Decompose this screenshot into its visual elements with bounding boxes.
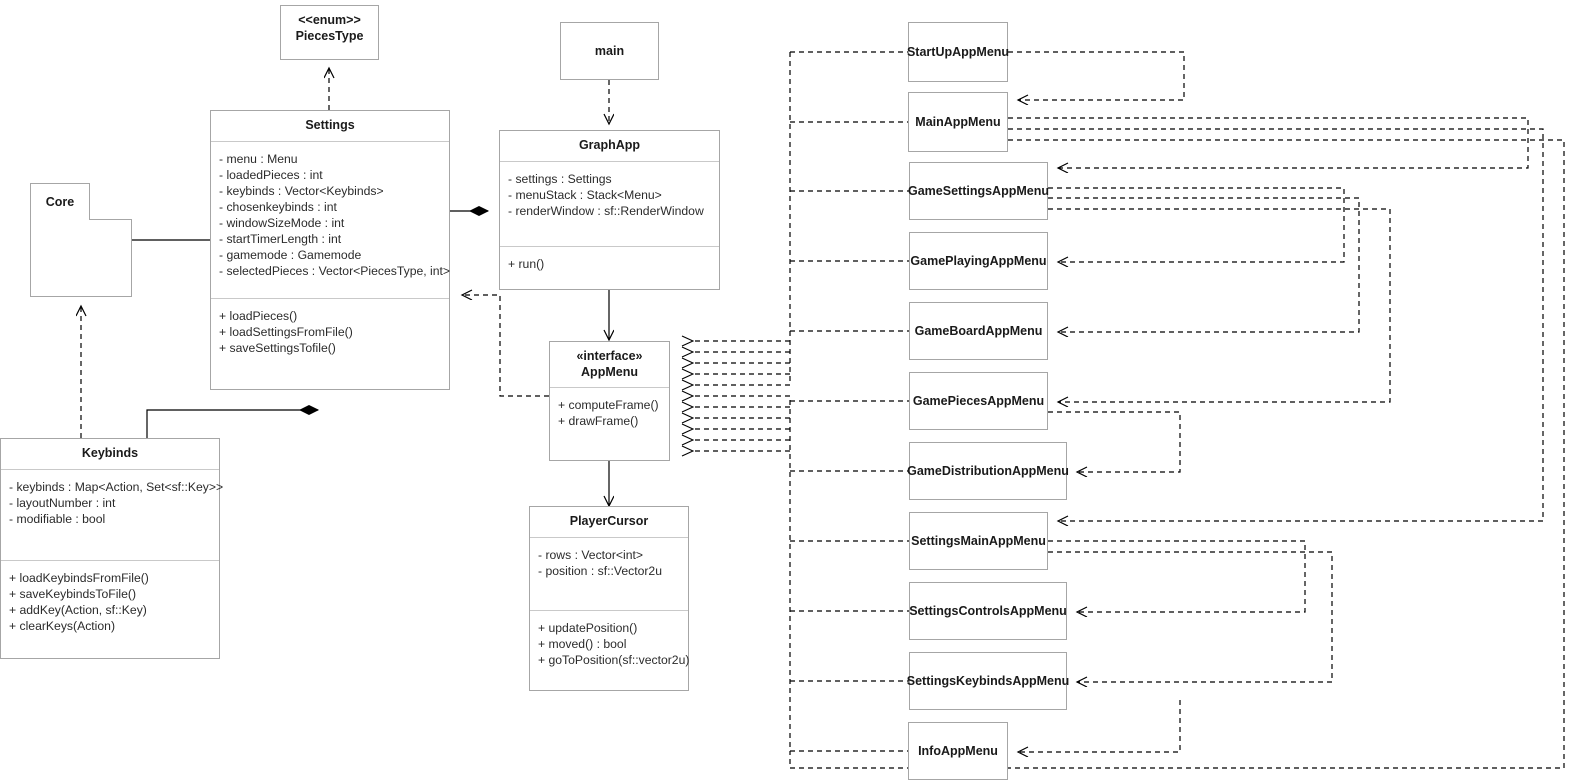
member-line: + run() (508, 256, 545, 271)
class-title-gamesettingsappmenu: GameSettingsAppMenu (908, 184, 1049, 198)
member-line: + loadPieces() (219, 308, 298, 323)
member-line: + computeFrame() (558, 398, 659, 413)
class-box-piecestype[interactable]: <<enum>> PiecesType (280, 5, 379, 60)
member-line: + loadSettingsFromFile() (219, 324, 353, 339)
class-title-piecestype: <<enum>> PiecesType (295, 13, 364, 43)
attributes-graphapp: - settings : Settings- menuStack : Stack… (500, 160, 719, 246)
package-label-core: Core (45, 195, 75, 209)
member-line: - keybinds : Vector<Keybinds> (219, 183, 384, 198)
class-box-gamedistributionappmenu[interactable]: GameDistributionAppMenu (907, 442, 1069, 500)
class-title-appmenu: «interface» AppMenu (576, 349, 643, 379)
member-line: + goToPosition(sf::vector2u) (538, 652, 690, 667)
member-line: - loadedPieces : int (219, 167, 323, 182)
menu-navigation-edges (789, 51, 1565, 769)
member-line: - windowSizeMode : int (219, 215, 345, 230)
member-line: - menuStack : Stack<Menu> (508, 187, 662, 202)
member-line: - keybinds : Map<Action, Set<sf::Key>> (9, 479, 224, 494)
member-line: - modifiable : bool (9, 511, 106, 526)
class-box-graphapp[interactable]: GraphApp - settings : Settings- menuStac… (499, 130, 720, 290)
member-line: - menu : Menu (219, 151, 298, 166)
class-title-gameboardappmenu: GameBoardAppMenu (914, 324, 1043, 338)
class-box-settings[interactable]: Settings - menu : Menu- loadedPieces : i… (210, 110, 450, 390)
class-box-gamepiecesappmenu[interactable]: GamePiecesAppMenu (909, 372, 1048, 430)
class-title-mainappmenu: MainAppMenu (915, 115, 1001, 129)
class-box-mainappmenu[interactable]: MainAppMenu (908, 92, 1008, 152)
attributes-settings: - menu : Menu- loadedPieces : int- keybi… (211, 140, 451, 298)
class-title-settingskeybindsappmenu: SettingsKeybindsAppMenu (906, 674, 1070, 688)
class-box-keybinds[interactable]: Keybinds - keybinds : Map<Action, Set<sf… (0, 438, 224, 659)
member-line: - position : sf::Vector2u (538, 563, 662, 578)
realization-arrowheads (682, 341, 790, 451)
class-title-gamedistributionappmenu: GameDistributionAppMenu (907, 464, 1069, 478)
methods-settings: + loadPieces()+ loadSettingsFromFile()+ … (211, 297, 449, 389)
class-title-playercursor: PlayerCursor (569, 514, 649, 528)
class-box-gameboardappmenu[interactable]: GameBoardAppMenu (909, 302, 1048, 360)
package-tab-core[interactable]: Core (30, 183, 90, 220)
member-line: - selectedPieces : Vector<PiecesType, in… (219, 263, 451, 278)
realization-branches (790, 51, 909, 752)
attributes-playercursor: - rows : Vector<int>- position : sf::Vec… (530, 536, 688, 610)
member-line: - startTimerLength : int (219, 231, 342, 246)
member-line: - layoutNumber : int (9, 495, 116, 510)
class-box-infoappmenu[interactable]: InfoAppMenu (908, 722, 1008, 780)
class-box-settingsmainappmenu[interactable]: SettingsMainAppMenu (909, 512, 1048, 570)
composition-keybinds-settings (146, 410, 318, 438)
class-box-appmenu[interactable]: «interface» AppMenu + computeFrame()+ dr… (549, 341, 670, 461)
member-line: + updatePosition() (538, 620, 638, 635)
class-title-gamepiecesappmenu: GamePiecesAppMenu (912, 394, 1045, 408)
class-title-infoappmenu: InfoAppMenu (918, 744, 998, 758)
member-line: - settings : Settings (508, 171, 612, 186)
class-box-settingskeybindsappmenu[interactable]: SettingsKeybindsAppMenu (906, 652, 1070, 710)
attributes-keybinds: - keybinds : Map<Action, Set<sf::Key>>- … (1, 468, 224, 560)
member-line: + drawFrame() (558, 414, 639, 429)
member-line: + addKey(Action, sf::Key) (9, 602, 147, 617)
member-line: - chosenkeybinds : int (219, 199, 337, 214)
class-title-settingsmainappmenu: SettingsMainAppMenu (911, 534, 1046, 548)
member-line: - renderWindow : sf::RenderWindow (508, 203, 704, 218)
class-title-settings: Settings (305, 118, 355, 132)
member-line: + saveSettingsTofile() (219, 340, 336, 355)
class-title-graphapp: GraphApp (578, 138, 641, 152)
class-box-startupappmenu[interactable]: StartUpAppMenu (906, 22, 1010, 82)
class-title-gameplayingappmenu: GamePlayingAppMenu (910, 254, 1047, 268)
class-box-main[interactable]: main (560, 22, 659, 80)
class-title-startupappmenu: StartUpAppMenu (906, 45, 1010, 59)
class-box-playercursor[interactable]: PlayerCursor - rows : Vector<int>- posit… (529, 506, 689, 691)
member-line: + loadKeybindsFromFile() (9, 570, 149, 585)
member-line: - gamemode : Gamemode (219, 247, 362, 262)
methods-playercursor: + updatePosition()+ moved() : bool+ goTo… (530, 609, 690, 690)
member-line: + saveKeybindsToFile() (9, 586, 137, 601)
package-body-core[interactable] (30, 219, 132, 297)
class-title-main: main (594, 44, 625, 58)
class-box-gameplayingappmenu[interactable]: GamePlayingAppMenu (909, 232, 1048, 290)
class-title-settingscontrolsappmenu: SettingsControlsAppMenu (909, 604, 1067, 618)
class-box-settingscontrolsappmenu[interactable]: SettingsControlsAppMenu (909, 582, 1067, 640)
dep-appmenu-to-settings (462, 295, 549, 397)
methods-appmenu: + computeFrame()+ drawFrame() (550, 387, 669, 460)
methods-graphapp: + run() (500, 245, 719, 289)
class-title-keybinds: Keybinds (81, 446, 139, 460)
methods-keybinds: + loadKeybindsFromFile()+ saveKeybindsTo… (1, 559, 219, 658)
class-box-gamesettingsappmenu[interactable]: GameSettingsAppMenu (908, 162, 1049, 220)
member-line: - rows : Vector<int> (538, 547, 643, 562)
member-line: + moved() : bool (538, 636, 627, 651)
member-line: + clearKeys(Action) (9, 618, 116, 633)
